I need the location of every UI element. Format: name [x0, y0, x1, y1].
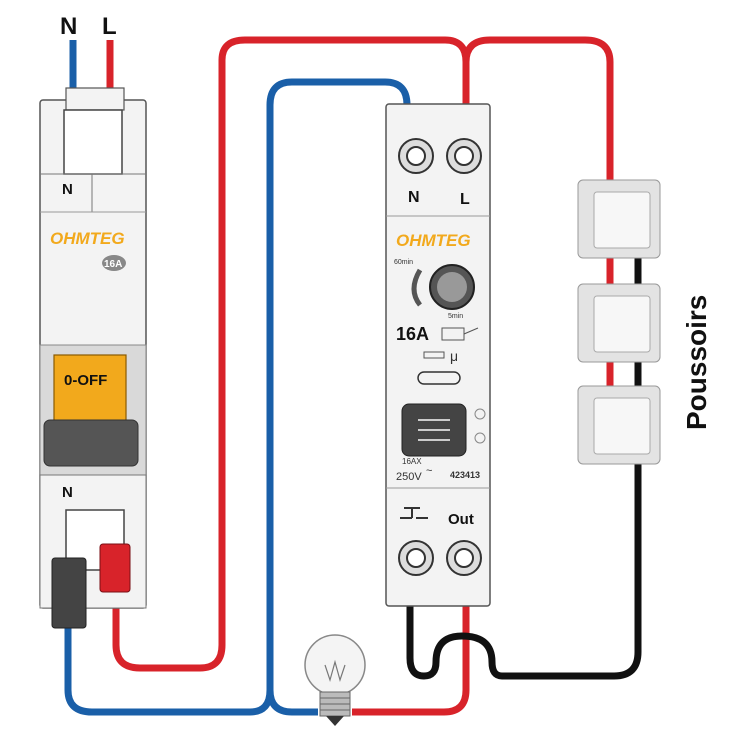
supply-line-label: L: [102, 13, 117, 40]
timer-spec-voltage: 250V: [396, 471, 422, 483]
timer-terminal-n-label: N: [408, 189, 420, 206]
staircase-timer: N L OHMTEG 60min 5min 16A μ 16AX 250V ~ …: [385, 103, 491, 607]
timer-spec-ac-symbol: ~: [426, 465, 432, 477]
timer-micro-symbol: μ: [450, 348, 458, 364]
breaker-rating-badge: 16A: [104, 259, 122, 270]
light-bulb-icon: [304, 634, 366, 726]
pushbutton-3[interactable]: [577, 385, 661, 465]
breaker-bottom-terminal-label: N: [62, 484, 73, 501]
pushbutton-1[interactable]: [577, 179, 661, 259]
circuit-breaker: N OHMTEG 16A 0-OFF N: [39, 87, 147, 629]
live-wire-to-timer: [112, 36, 470, 672]
neutral-wire-lamp-tap: [266, 689, 318, 716]
timer-dial-max-label: 60min: [394, 259, 413, 266]
lamp-indicator-icon-2: [474, 432, 486, 444]
pushbuttons-label: Poussoirs: [681, 295, 712, 430]
supply-neutral-label: N: [60, 13, 77, 40]
timer-terminal-l-label: L: [460, 191, 470, 208]
live-wire-to-pushbuttons: [462, 36, 614, 180]
timer-brand-logo: OHMTEG: [396, 231, 471, 250]
timer-output-label: Out: [448, 511, 474, 528]
breaker-brand-logo: OHMTEG: [50, 229, 125, 248]
lamp-indicator-icon: [474, 408, 486, 420]
timer-dial-min-label: 5min: [448, 313, 463, 320]
breaker-handle-label[interactable]: 0-OFF: [64, 372, 107, 389]
lamp-output-wire: [352, 600, 470, 716]
pushbutton-return-wire-3: [406, 462, 642, 680]
timer-reference: 423413: [450, 470, 480, 480]
pushbutton-contact-symbol-icon: [400, 507, 428, 519]
timer-spec-current: 16AX: [402, 457, 422, 466]
breaker-top-terminal-label: N: [62, 181, 73, 198]
timer-rating-label: 16A: [396, 324, 429, 344]
pushbutton-2[interactable]: [577, 283, 661, 363]
